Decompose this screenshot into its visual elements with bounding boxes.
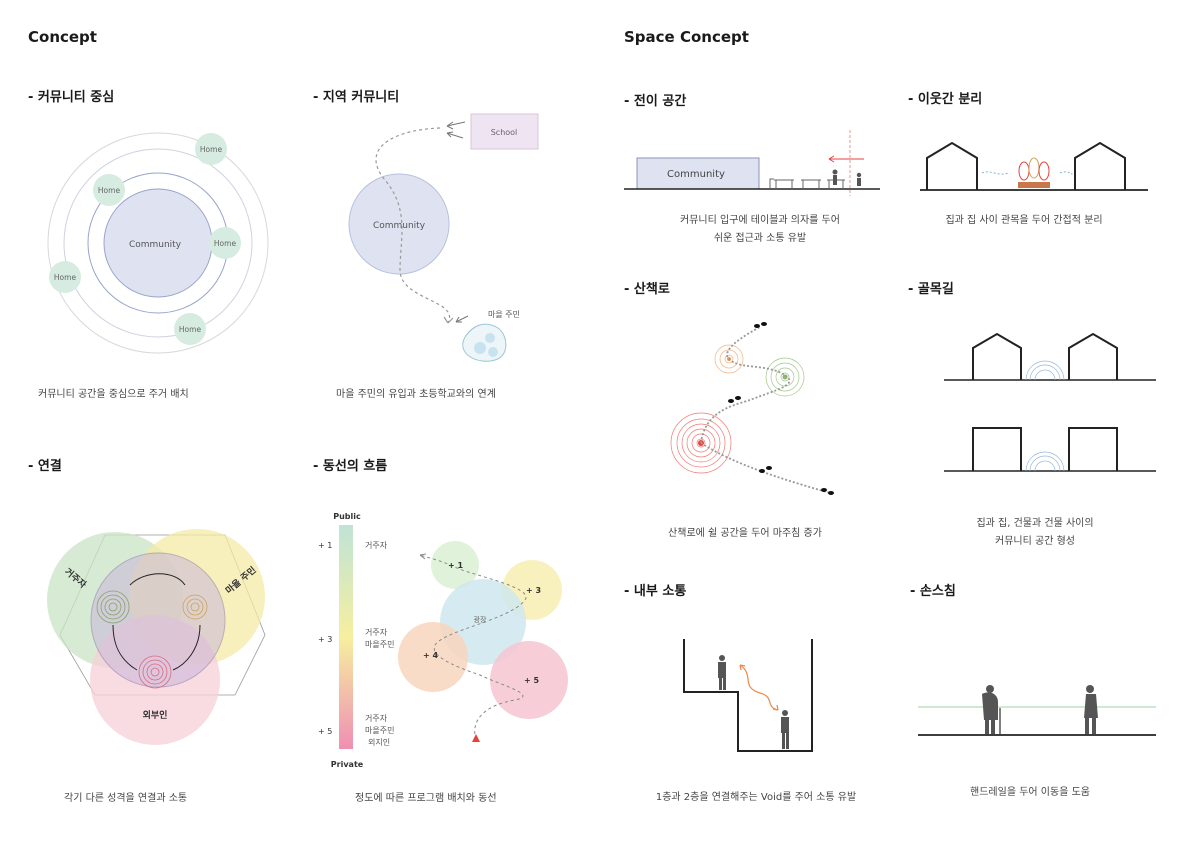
space-concept-title: Space Concept [624,28,749,46]
internal-caption: 1층과 2층을 연결해주는 Void를 주어 소통 유발 [655,792,857,803]
local-community-heading: - 지역 커뮤니티 [313,90,400,105]
svg-text:+ 3: + 3 [318,635,332,644]
svg-text:Home: Home [200,145,223,154]
handrail-diagram [918,685,1156,736]
local-community-diagram: School Community 마을 주민 [348,113,539,362]
community-center-diagram: Community Home Home Home Home Home [47,132,269,354]
home-node: Home [209,227,241,259]
separation-caption: 집과 집 사이 관목을 두어 간접적 분리 [945,215,1103,226]
handrail-caption: 핸드레일을 두어 이동을 도움 [970,787,1090,798]
residents-label: 마을 주민 [488,309,520,319]
svg-text:거주자: 거주자 [365,714,388,723]
community-label: Community [667,169,725,180]
circulation-caption: 정도에 따른 프로그램 배치와 동선 [355,793,497,804]
svg-text:Home: Home [214,239,237,248]
svg-text:+ 3: + 3 [526,586,541,595]
alley-heading: - 골목길 [908,282,954,297]
home-node: Home [174,313,206,345]
home-node: Home [195,133,227,165]
separation-diagram [920,141,1148,191]
community-label: Community [129,240,182,250]
outsiders-label: 외부인 [143,709,168,721]
community-label: Community [373,221,426,231]
internal-diagram [683,639,813,752]
svg-text:+ 1: + 1 [318,541,332,550]
alley-caption: 집과 집, 건물과 건물 사이의 커뮤니티 공간 형성 [976,518,1094,547]
home-node: Home [49,261,81,293]
privacy-scale-bar [339,525,353,749]
community-center-heading: - 커뮤니티 중심 [28,90,115,105]
community-center-caption: 커뮤니티 공간을 중심으로 주거 배치 [38,389,189,400]
svg-text:광장: 광장 [474,615,487,624]
transition-caption: 커뮤니티 입구에 테이블과 의자를 두어 쉬운 접근과 소통 유발 [680,215,840,244]
scale-top-label: Public [333,512,361,521]
transition-heading: - 전이 공간 [624,94,687,109]
internal-heading: - 내부 소통 [624,584,687,599]
home-node: Home [93,174,125,206]
local-community-caption: 마을 주민의 유입과 초등학교와의 연계 [336,389,496,400]
svg-text:마을주민: 마을주민 [365,725,394,735]
walkway-heading: - 산책로 [624,282,670,297]
concept-title: Concept [28,28,97,46]
connection-diagram: 거주자 마을 주민 외부인 [47,529,266,745]
svg-text:+ 5: + 5 [318,727,332,736]
scale-bottom-label: Private [331,760,364,769]
svg-text:+ 1: + 1 [448,561,463,570]
svg-text:+ 5: + 5 [524,676,539,685]
separation-heading: - 이웃간 분리 [908,92,983,107]
svg-text:Home: Home [54,273,77,282]
connection-heading: - 연결 [28,459,62,474]
transition-diagram: Community [624,130,880,196]
connection-caption: 각기 다른 성격을 연결과 소통 [64,793,188,804]
walkway-diagram [670,322,834,495]
handrail-heading: - 손스침 [910,584,956,599]
entrance-marker [472,734,480,742]
circulation-diagram: Public Private + 1 + 3 + 5 거주자 거주자 마을주민 … [318,512,568,769]
svg-text:마을주민: 마을주민 [365,639,394,649]
svg-text:Home: Home [98,186,121,195]
school-label: School [491,128,518,137]
svg-text:거주자: 거주자 [365,628,388,637]
circulation-heading: - 동선의 흐름 [313,459,388,474]
svg-text:+ 4: + 4 [423,651,438,660]
alley-diagram [944,332,1156,472]
svg-text:거주자: 거주자 [365,541,388,550]
svg-text:외지인: 외지인 [368,737,390,747]
svg-text:Home: Home [179,325,202,334]
walkway-caption: 산책로에 쉴 공간을 두어 마주침 증가 [668,528,822,539]
